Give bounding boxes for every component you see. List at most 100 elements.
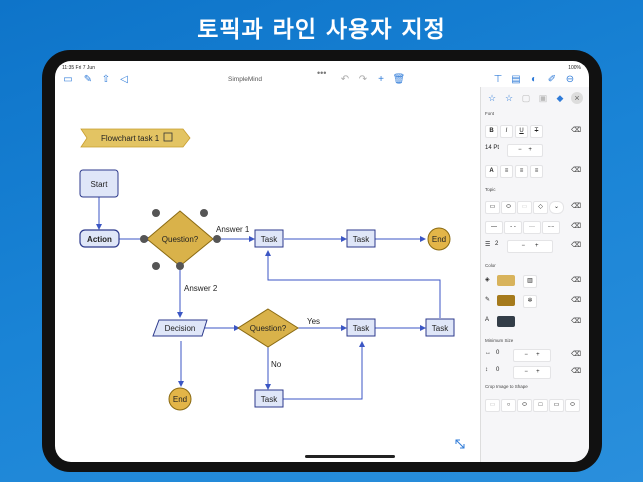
svg-text:Task: Task [353, 324, 370, 333]
eraser-icon[interactable]: ⌫ [571, 277, 581, 284]
svg-text:Task: Task [261, 395, 278, 404]
eraser-icon[interactable]: ⌫ [571, 203, 581, 210]
fill-pattern-button[interactable]: ▥ [523, 275, 537, 288]
shape-more-button[interactable]: ⌄ [549, 201, 564, 214]
layout-icon[interactable]: ⊤ [493, 74, 503, 85]
line-dashed-button[interactable]: - - [504, 221, 522, 234]
eraser-icon[interactable]: ⌫ [571, 368, 581, 375]
shape-plain-button[interactable]: ▭ [517, 201, 532, 214]
align-center-button[interactable]: ≡ [515, 165, 528, 178]
copy-style-icon[interactable]: ▢ [521, 93, 531, 103]
text-color-icon: A [485, 317, 490, 323]
node-task1[interactable]: Task [254, 229, 284, 248]
redo-icon[interactable]: ↷ [358, 74, 368, 85]
close-icon[interactable]: × [571, 92, 583, 104]
title-tag-label: Flowchart task 1 [101, 134, 160, 143]
expand-icon[interactable] [455, 439, 465, 449]
star-outline-icon[interactable]: ☆ [487, 93, 497, 103]
star-add-icon[interactable]: ☆ [504, 93, 514, 103]
line-width-stepper[interactable]: − + [507, 240, 553, 253]
node-end1[interactable]: End [427, 227, 451, 251]
svg-text:Task: Task [353, 235, 370, 244]
text-color-button[interactable]: A [485, 165, 498, 178]
mindmap-canvas[interactable]: Flowchart task 1 [55, 91, 480, 462]
eraser-icon[interactable]: ⌫ [571, 167, 581, 174]
crop-rounded-button[interactable]: ▭ [549, 399, 564, 412]
add-icon[interactable]: + [378, 74, 384, 85]
node-task3[interactable]: Task [346, 318, 376, 337]
shape-rounded-button[interactable]: ⬭ [501, 201, 516, 214]
back-icon[interactable]: ◁ [120, 74, 128, 85]
line-dashdot-button[interactable]: -·- [542, 221, 560, 234]
shape-rect-button[interactable]: ▭ [485, 201, 500, 214]
share-icon[interactable]: ⇧ [101, 74, 111, 85]
more-icon[interactable]: ⊖ [565, 74, 575, 85]
edit-icon[interactable]: ✎ [83, 74, 93, 85]
node-decision[interactable]: Decision [152, 319, 208, 337]
eraser-icon[interactable]: ⌫ [571, 127, 581, 134]
outline-icon[interactable]: ▤ [511, 74, 521, 85]
node-action[interactable]: Action [79, 229, 120, 248]
label-no: No [271, 360, 282, 369]
line-width-value: 2 [495, 241, 499, 247]
home-indicator [305, 455, 395, 458]
eraser-icon[interactable]: ⌫ [571, 318, 581, 325]
trash-icon[interactable]: 🗑 [392, 74, 406, 85]
more-dots-icon[interactable]: ••• [317, 68, 327, 78]
style-icon[interactable]: ✐ [547, 74, 557, 85]
undo-icon[interactable]: ↶ [340, 74, 350, 85]
crop-square-button[interactable]: □ [533, 399, 548, 412]
title-tag[interactable]: Flowchart task 1 [80, 128, 191, 148]
node-end2[interactable]: End [168, 387, 192, 411]
crop-ellipse-button[interactable]: ⬭ [565, 399, 580, 412]
line-color-swatch[interactable] [497, 295, 515, 306]
palette-icon[interactable]: ◐ [530, 74, 538, 85]
height-icon: ↕ [485, 367, 488, 373]
crop-none-button[interactable]: ▭ [485, 399, 500, 412]
link-icon[interactable] [163, 132, 173, 142]
eraser-icon[interactable]: ⌫ [571, 297, 581, 304]
app-screen: 11:35 Fri 7 Jun 100% ▭ ✎ ⇧ ◁ SimpleMind … [55, 61, 589, 462]
min-width-stepper[interactable]: − + [513, 349, 551, 362]
edge-task4-task1 [265, 250, 441, 318]
node-task5[interactable]: Task [254, 389, 284, 408]
strikethrough-button[interactable]: T [530, 125, 543, 138]
align-right-button[interactable]: ≡ [530, 165, 543, 178]
text-color-swatch[interactable] [497, 316, 515, 327]
crop-circle-button[interactable]: ○ [501, 399, 516, 412]
shape-diamond-button[interactable]: ◇ [533, 201, 548, 214]
min-height-row: ↕ 0 − + ⌫ [485, 366, 585, 379]
line-solid-button[interactable]: — [485, 221, 503, 234]
eraser-icon[interactable]: ⌫ [571, 242, 581, 249]
min-width-value: 0 [496, 350, 500, 356]
paste-style-icon[interactable]: ▣ [538, 93, 548, 103]
line-effect-button[interactable]: ✲ [523, 295, 537, 308]
eraser-icon[interactable]: ⌫ [571, 223, 581, 230]
headline: 토픽과 라인 사용자 지정 [197, 17, 446, 43]
fill-color-swatch[interactable] [497, 275, 515, 286]
svg-text:Question?: Question? [162, 235, 199, 244]
node-task4[interactable]: Task [425, 318, 455, 337]
node-start[interactable]: Start [79, 169, 119, 198]
node-question2[interactable]: Question? [237, 308, 299, 348]
line-dotted-button[interactable]: ··· [523, 221, 541, 234]
clear-style-icon[interactable]: ◆ [556, 93, 564, 103]
selection-handles[interactable] [140, 209, 221, 270]
app-title: SimpleMind [228, 76, 262, 83]
status-time: 11:35 Fri 7 Jun [62, 65, 95, 71]
align-left-button[interactable]: ≡ [500, 165, 513, 178]
underline-button[interactable]: U [515, 125, 528, 138]
bold-button[interactable]: B [485, 125, 498, 138]
node-task2[interactable]: Task [346, 229, 376, 248]
text-color-row: A ⌫ [485, 316, 585, 328]
eraser-icon[interactable]: ⌫ [571, 351, 581, 358]
sidebar-icon[interactable]: ▭ [63, 74, 73, 85]
svg-text:End: End [432, 235, 446, 244]
alignment-row: A ≡ ≡ ≡ ⌫ [485, 165, 585, 178]
crop-oval-button[interactable]: ⬭ [517, 399, 532, 412]
crop-section-title: Crop Image to Shape [485, 384, 528, 389]
min-height-stepper[interactable]: − + [513, 366, 551, 379]
node-question1[interactable]: Question? [146, 210, 214, 267]
italic-button[interactable]: I [500, 125, 513, 138]
font-size-stepper[interactable]: − + [507, 144, 543, 157]
